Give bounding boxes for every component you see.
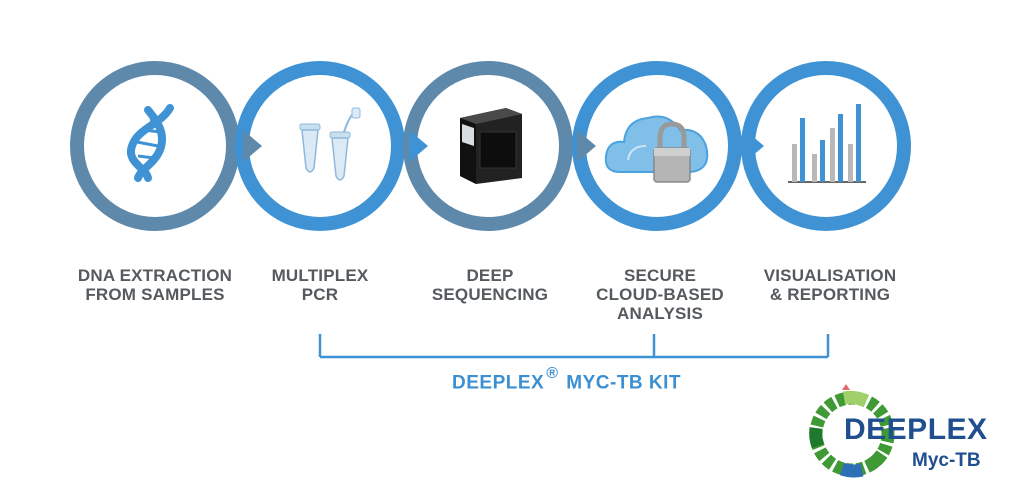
kit-suffix: MYC-TB KIT xyxy=(566,372,682,394)
step-3-line-1: DEEP xyxy=(466,266,514,285)
step-5-label: VISUALISATION & REPORTING xyxy=(740,266,920,304)
cloud-lock-icon xyxy=(604,115,709,183)
logo-title: DEEPLEX xyxy=(844,413,988,446)
arrow-2-icon xyxy=(409,130,428,162)
step-2-label: MULTIPLEX PCR xyxy=(255,266,385,304)
arrow-3-icon xyxy=(577,130,596,162)
registered-mark: ® xyxy=(546,365,559,382)
step-2-line-2: PCR xyxy=(301,285,339,304)
sequencer-icon xyxy=(460,108,522,184)
dna-icon xyxy=(126,104,174,182)
arrow-4-icon xyxy=(745,130,764,162)
kit-prefix: DEEPLEX xyxy=(452,372,545,394)
step-5-line-2: & REPORTING xyxy=(769,285,891,304)
pcr-tubes-icon xyxy=(299,107,361,181)
deeplex-logo-icon xyxy=(809,384,895,478)
bar-chart-icon xyxy=(788,104,866,183)
step-1-label: DNA EXTRACTION FROM SAMPLES xyxy=(55,266,255,304)
step-5-ring xyxy=(741,61,911,231)
step-5-line-1: VISUALISATION xyxy=(763,266,897,285)
step-2-line-1: MULTIPLEX xyxy=(271,266,369,285)
kit-bracket xyxy=(318,334,830,359)
step-1-line-1: DNA EXTRACTION xyxy=(77,266,233,285)
step-2-ring xyxy=(235,61,405,231)
step-3-label: DEEP SEQUENCING xyxy=(420,266,560,304)
step-4-line-1: SECURE xyxy=(623,266,697,285)
kit-label: DEEPLEX® MYC-TB KIT xyxy=(452,365,712,394)
step-1-line-2: FROM SAMPLES xyxy=(85,285,225,304)
step-4-line-2: CLOUD-BASED xyxy=(596,285,724,304)
step-4-line-3: ANALYSIS xyxy=(617,304,703,323)
arrow-1-icon xyxy=(243,130,262,162)
step-3-line-2: SEQUENCING xyxy=(431,285,549,304)
logo-subtitle: Myc-TB xyxy=(912,450,981,471)
step-4-label: SECURE CLOUD-BASED ANALYSIS xyxy=(580,266,740,323)
